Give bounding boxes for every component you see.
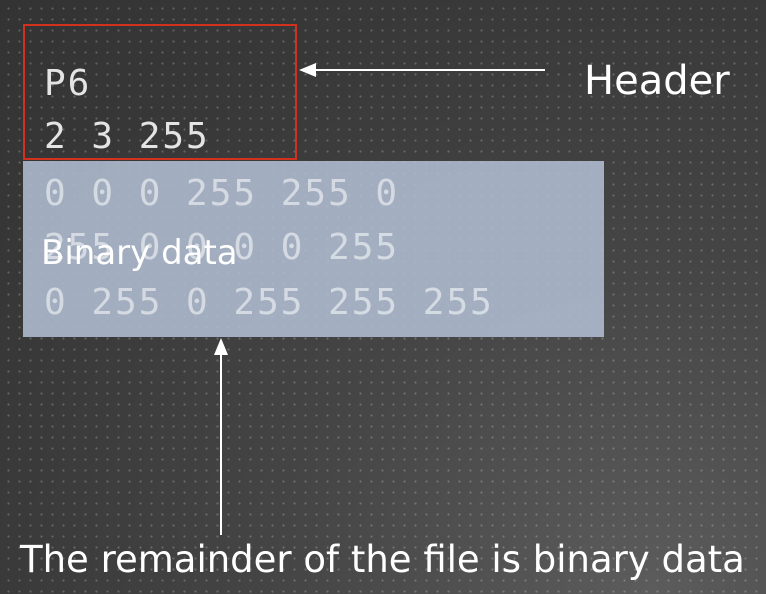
header-dimensions-line: 2 3 255	[44, 116, 210, 157]
binary-data-arrow	[214, 338, 228, 535]
header-magic-number: P6	[44, 63, 92, 104]
header-label: Header	[584, 58, 730, 104]
binary-data-row-3: 0 255 0 255 255 255	[44, 282, 494, 323]
remainder-caption: The remainder of the file is binary data	[20, 538, 745, 581]
header-arrow	[299, 63, 545, 77]
binary-data-panel: 0 0 0 255 255 0 255 0 0 0 0 255 0 255 0 …	[23, 161, 604, 337]
header-highlight-box	[23, 24, 297, 160]
binary-data-label: Binary data	[41, 233, 238, 273]
binary-data-row-2: 255 0 0 0 0 255	[44, 227, 400, 268]
binary-data-row-1: 0 0 0 255 255 0	[44, 173, 400, 214]
